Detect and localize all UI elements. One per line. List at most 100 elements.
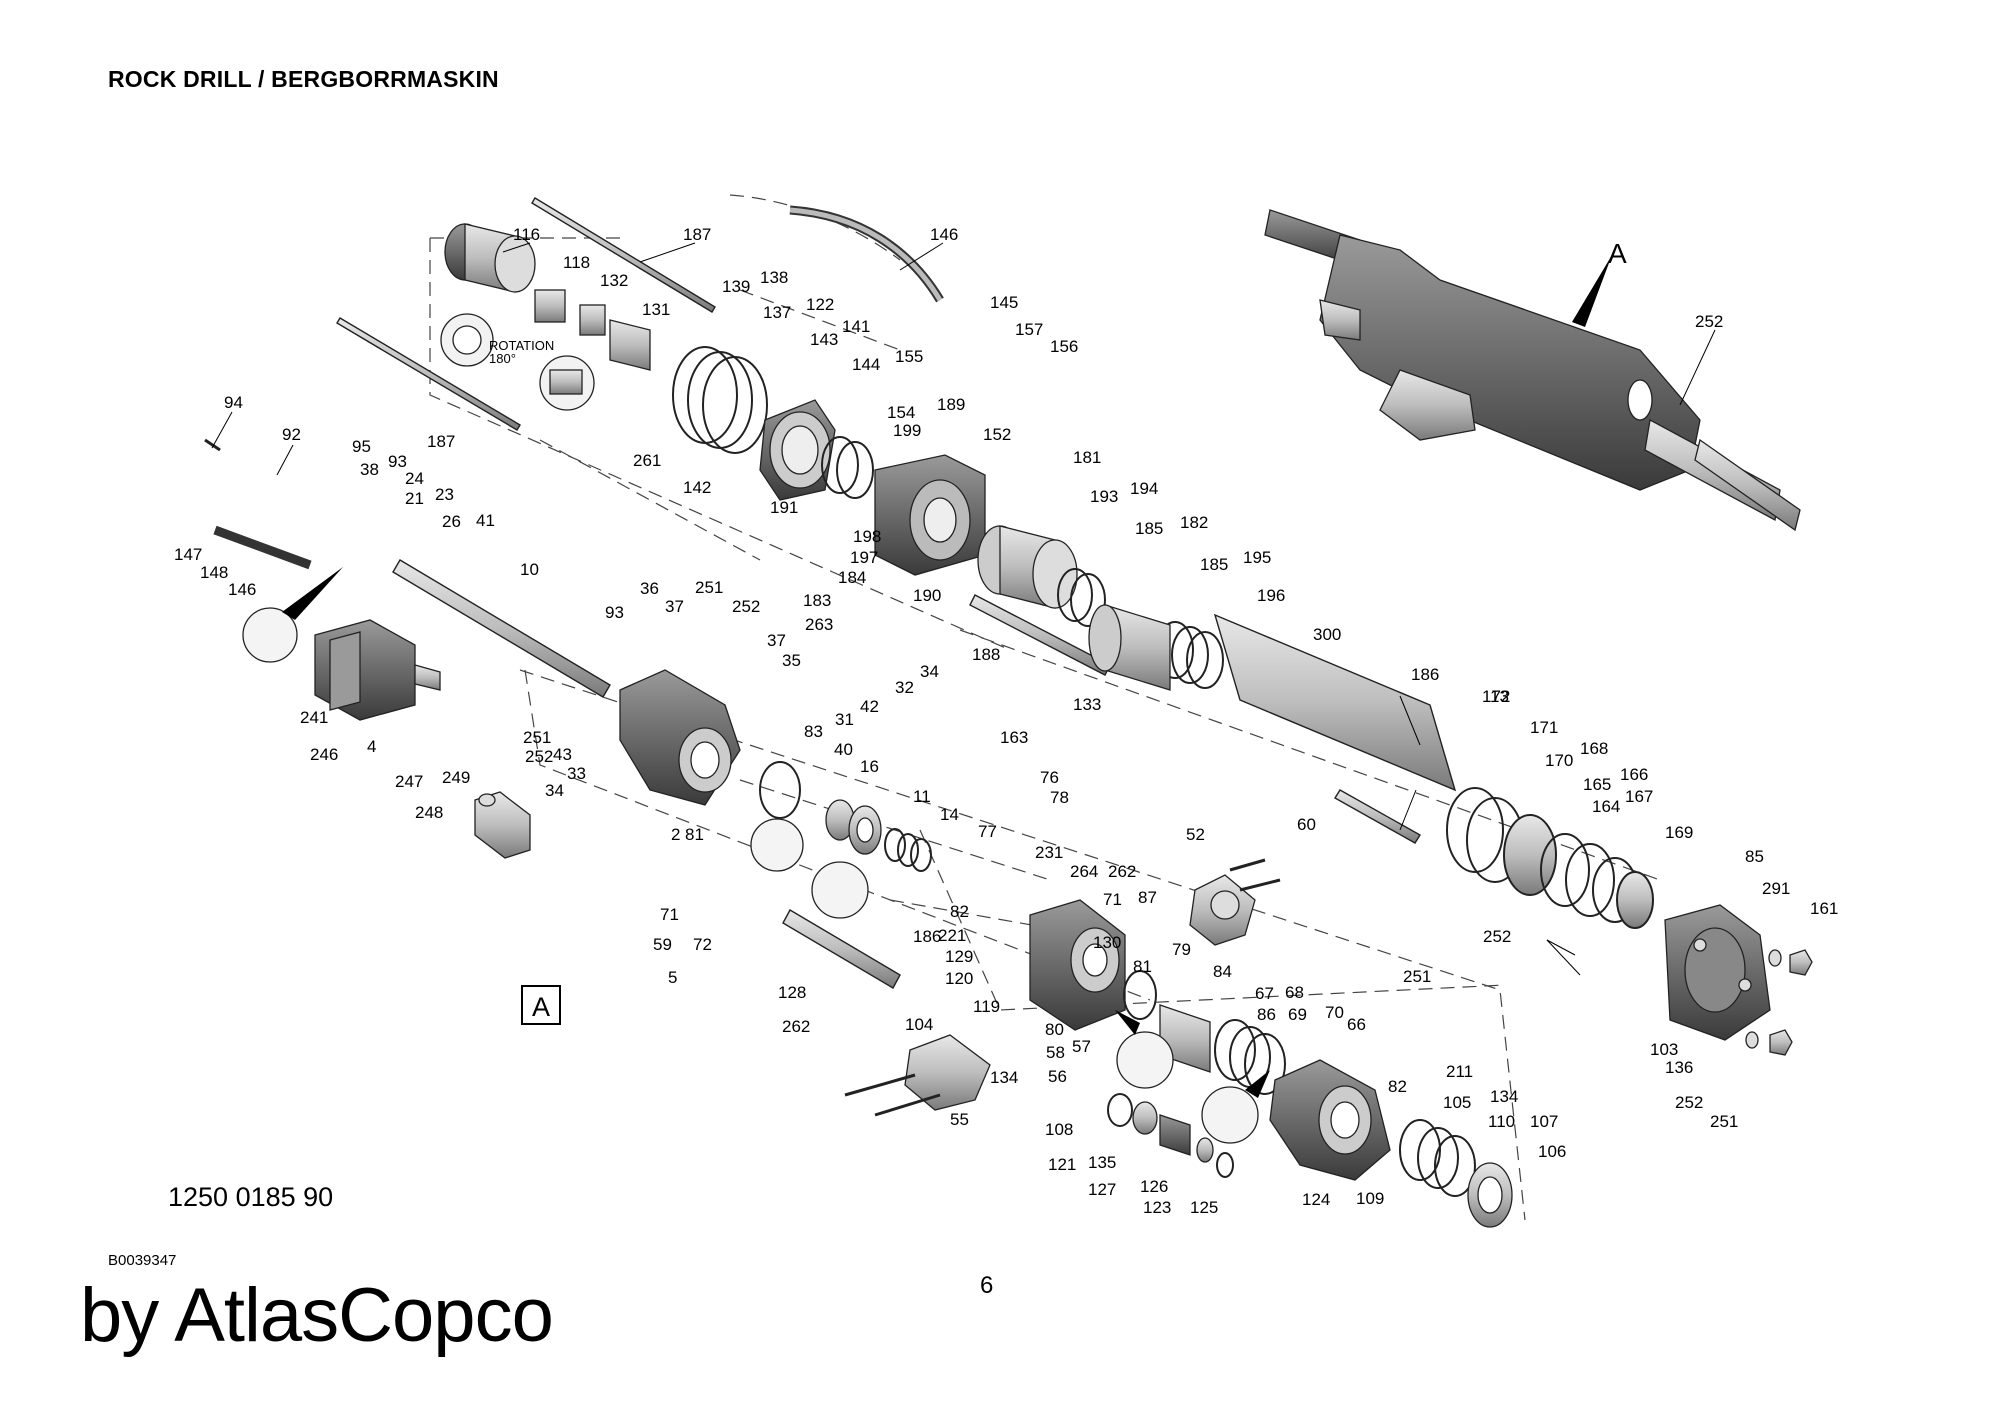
view-a-arrow-label: A (1608, 238, 1627, 269)
part-label: 199 (893, 421, 921, 440)
part-label: 169 (1665, 823, 1693, 842)
part-label: 119 (973, 997, 1000, 1016)
part-label: 83 (804, 722, 823, 741)
part-label: 189 (937, 395, 965, 414)
part-label: 134 (1490, 1087, 1518, 1106)
brand-watermark: by AtlasCopco (80, 1273, 554, 1358)
part-label: 40 (834, 740, 853, 759)
part-label: 23 (435, 485, 454, 504)
part-label: 136 (1665, 1058, 1693, 1077)
part-label: 68 (1285, 983, 1304, 1002)
hose-146-left (213, 525, 312, 570)
part-label: 105 (1443, 1093, 1471, 1112)
part-label: 187 (427, 432, 455, 451)
part-163-172-seal-rings (1446, 787, 1654, 929)
part-label: 142 (683, 478, 711, 497)
part-123-127-bushings (1107, 1093, 1234, 1178)
part-label: 79 (1172, 940, 1191, 959)
part-label: 188 (972, 645, 1000, 664)
part-label: 13 (1490, 687, 1509, 706)
part-139-spring-rings (672, 346, 768, 454)
part-label: 164 (1592, 797, 1620, 816)
part-label: 69 (1288, 1005, 1307, 1024)
part-label: 82 (1388, 1077, 1407, 1096)
part-label: 42 (860, 697, 879, 716)
part-label: 251 (1403, 967, 1431, 986)
part-label: 127 (1088, 1180, 1116, 1199)
part-label: 59 (653, 935, 672, 954)
part-label: 154 (887, 403, 915, 422)
rotation-note-line1: ROTATION (489, 338, 554, 353)
part-label: 93 (605, 603, 624, 622)
part-label: 121 (1048, 1155, 1076, 1174)
part-label: 52 (1186, 825, 1205, 844)
part-label: 72 (693, 935, 712, 954)
part-label: 14 (940, 805, 959, 824)
part-label: 194 (1130, 479, 1158, 498)
part-label: 85 (1745, 847, 1764, 866)
part-label: 93 (388, 452, 407, 471)
part-label: 166 (1620, 765, 1648, 784)
part-label: 66 (1347, 1015, 1366, 1034)
part-label: 146 (228, 580, 256, 599)
part-label: 35 (782, 651, 801, 670)
part-label: 184 (838, 568, 866, 587)
part-154-155-rings (821, 436, 874, 499)
part-label: 241 (300, 708, 328, 727)
part-label: 137 (763, 303, 791, 322)
part-label: 77 (978, 822, 997, 841)
part-label: 231 (1035, 843, 1063, 862)
part-label: 143 (810, 330, 838, 349)
leader-lines (211, 242, 1716, 976)
document-number: 1250 0185 90 (168, 1182, 334, 1212)
part-label: 171 (1530, 718, 1558, 737)
part-label: 84 (1213, 962, 1232, 981)
part-label: 186 (913, 927, 941, 946)
part-label: 78 (1050, 788, 1069, 807)
detail-insets (242, 607, 1259, 1144)
part-label: 34 (920, 662, 939, 681)
part-label: 246 (310, 745, 338, 764)
part-label: 57 (1072, 1037, 1091, 1056)
part-label: 185 (1135, 519, 1163, 538)
part-label: 81 (1133, 957, 1152, 976)
part-label: 116 (513, 225, 540, 244)
part-label: 131 (642, 300, 670, 319)
part-label: 135 (1088, 1153, 1116, 1172)
part-label: 249 (442, 768, 470, 787)
part-label: 263 (805, 615, 833, 634)
part-label: 165 (1583, 775, 1611, 794)
part-label: 182 (1180, 513, 1208, 532)
page-number: 6 (980, 1272, 994, 1299)
part-label: 24 (405, 469, 424, 488)
part-label: 141 (842, 317, 870, 336)
part-label: 262 (782, 1017, 810, 1036)
part-label: 170 (1545, 751, 1573, 770)
part-label: 86 (1257, 1005, 1276, 1024)
part-label: 5 (668, 968, 677, 987)
part-label: 130 (1093, 933, 1121, 952)
part-number-labels: 116 187 146 118 132 139 138 131 137 122 … (174, 225, 1838, 1217)
part-label: 56 (1048, 1067, 1067, 1086)
part-label: 26 (442, 512, 461, 531)
part-label: 110 (1488, 1112, 1515, 1131)
part-label: 21 (405, 489, 424, 508)
part-label: 252 (1675, 1093, 1703, 1112)
part-label: 251 (523, 728, 551, 747)
part-label: 4 (367, 737, 376, 756)
part-label: 122 (806, 295, 834, 314)
part-label: 300 (1313, 625, 1341, 644)
part-121-bearing (1467, 1162, 1513, 1228)
part-label: 291 (1762, 879, 1790, 898)
part-label: 109 (1356, 1189, 1384, 1208)
part-181-sleeve (977, 525, 1078, 609)
part-label: 133 (1073, 695, 1101, 714)
part-label: 197 (850, 548, 878, 567)
part-label: 80 (1045, 1020, 1064, 1039)
part-label: 71 (660, 905, 679, 924)
part-label: 82 (950, 902, 969, 921)
part-label: 138 (760, 268, 788, 287)
part-label: 60 (1297, 815, 1316, 834)
part-label: 161 (1810, 899, 1838, 918)
part-251-252-nuts (1745, 949, 1813, 1056)
